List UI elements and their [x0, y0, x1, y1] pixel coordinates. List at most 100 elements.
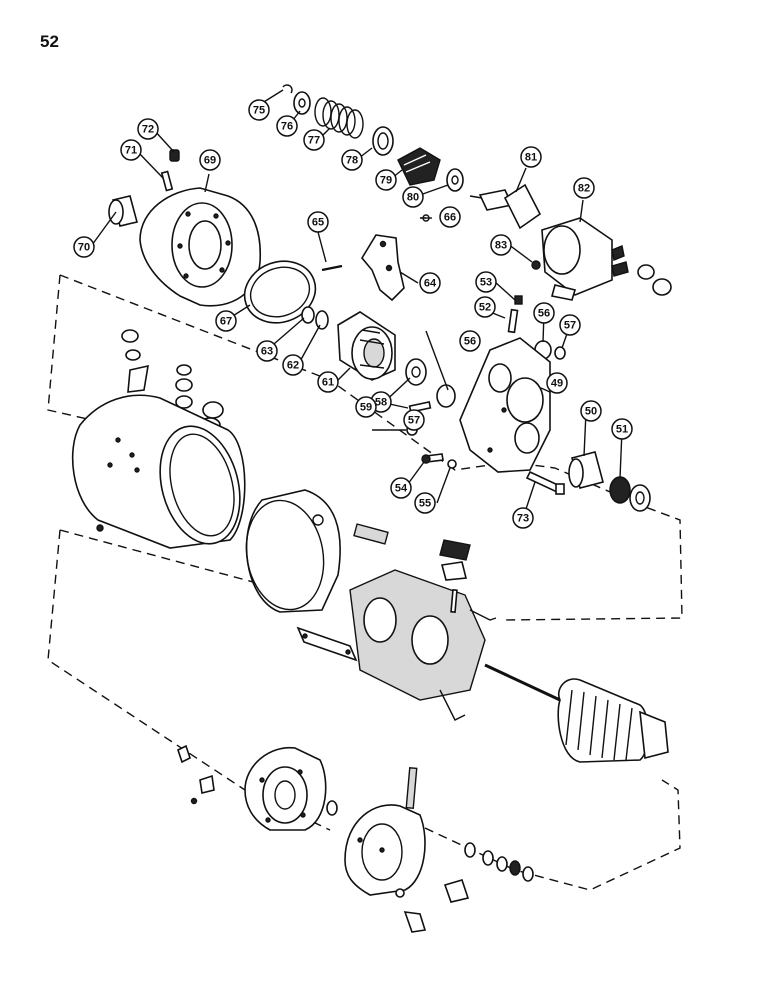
- callout-73: 73: [512, 507, 534, 529]
- page-number: 52: [40, 32, 59, 51]
- washer-76: [293, 91, 311, 115]
- field-coils: [349, 539, 497, 721]
- callout-label: 81: [525, 152, 537, 164]
- callout-label: 65: [312, 217, 324, 229]
- washer-80: [446, 168, 464, 192]
- washer-59: [405, 358, 427, 386]
- callout-54: 54: [390, 477, 412, 499]
- callout-76: 76: [276, 115, 298, 137]
- callout-71: 71: [120, 139, 142, 161]
- callout-label: 58: [375, 397, 387, 409]
- shift-fork-64: [361, 234, 405, 302]
- callout-label: 67: [220, 316, 232, 328]
- callout-label: 56: [538, 308, 550, 320]
- callout-label: 57: [564, 320, 576, 332]
- callout-label: 57: [408, 415, 420, 427]
- pole-shoe-plate: [296, 523, 389, 662]
- solenoid-82: [541, 217, 672, 301]
- ring-57b: [554, 346, 566, 360]
- callout-label: 51: [616, 424, 628, 436]
- callout-53: 53: [475, 271, 497, 293]
- bushing-70: [108, 195, 138, 227]
- plunger-81: [469, 183, 542, 230]
- callout-62: 62: [282, 354, 304, 376]
- callout-70: 70: [73, 236, 95, 258]
- pin-71: [160, 170, 174, 192]
- callout-81: 81: [520, 146, 542, 168]
- callout-55: 55: [414, 492, 436, 514]
- pin-65: [321, 264, 343, 272]
- callout-label: 77: [308, 135, 320, 147]
- callout-label: 56: [464, 336, 476, 348]
- callout-label: 82: [578, 183, 590, 195]
- brush-holder-plate: [244, 746, 327, 831]
- retainer-78: [372, 126, 394, 156]
- callout-80: 80: [402, 186, 424, 208]
- ring-63: [301, 306, 315, 324]
- brush-holder-clips: [177, 744, 215, 805]
- lever-housing-49: [459, 337, 551, 473]
- callout-label: 53: [480, 277, 492, 289]
- callout-label: 75: [253, 105, 265, 117]
- callout-label: 69: [204, 155, 216, 167]
- nut-83: [531, 260, 541, 270]
- callout-61: 61: [317, 371, 339, 393]
- callout-63: 63: [256, 340, 278, 362]
- callout-label: 61: [322, 377, 334, 389]
- seal-51: [609, 476, 651, 512]
- drive-housing: [139, 187, 262, 307]
- callout-50: 50: [580, 400, 602, 422]
- callout-52: 52: [474, 296, 496, 318]
- callout-59: 59: [355, 396, 377, 418]
- callout-56: 56: [533, 302, 555, 324]
- boot-79: [397, 147, 441, 186]
- callout-label: 70: [78, 242, 90, 254]
- callout-69: 69: [199, 149, 221, 171]
- ring-75: [282, 84, 293, 94]
- callout-label: 83: [495, 240, 507, 252]
- callout-label: 66: [444, 212, 456, 224]
- pin-52: [507, 308, 519, 334]
- callout-82: 82: [573, 177, 595, 199]
- callout-label: 76: [281, 121, 293, 133]
- callout-49: 49: [546, 372, 568, 394]
- armature: [484, 663, 669, 763]
- callout-label: 78: [346, 155, 358, 167]
- gasket-67: [243, 260, 317, 324]
- callout-label: 80: [407, 192, 419, 204]
- callout-83: 83: [490, 234, 512, 256]
- field-frame: [71, 394, 246, 549]
- callout-77: 77: [303, 129, 325, 151]
- plug-72: [169, 149, 180, 162]
- callout-label: 54: [395, 483, 408, 495]
- callout-label: 64: [424, 278, 437, 290]
- callout-label: 50: [585, 406, 597, 418]
- screw-54: [421, 453, 444, 464]
- callout-label: 73: [517, 513, 529, 525]
- bolt-73: [525, 470, 565, 495]
- washer-55: [447, 459, 457, 469]
- callout-label: 55: [419, 498, 431, 510]
- callout-label: 72: [142, 124, 154, 136]
- washer-62: [315, 310, 329, 330]
- callout-67: 67: [215, 310, 237, 332]
- callout-label: 63: [261, 346, 273, 358]
- callout-label: 79: [380, 175, 392, 187]
- callout-57: 57: [403, 409, 425, 431]
- end-frame: [326, 767, 534, 933]
- callout-label: 52: [479, 302, 491, 314]
- drive-pinion-61: [337, 311, 396, 381]
- callout-65: 65: [307, 211, 329, 233]
- callout-78: 78: [341, 149, 363, 171]
- callout-66: 66: [439, 206, 461, 228]
- callout-64: 64: [419, 272, 441, 294]
- callout-label: 62: [287, 360, 299, 372]
- callout-75: 75: [248, 99, 270, 121]
- seal-56a: [436, 384, 456, 408]
- callout-57: 57: [559, 314, 581, 336]
- callout-56: 56: [459, 330, 481, 352]
- callout-label: 49: [551, 378, 563, 390]
- bushing-50: [568, 451, 604, 489]
